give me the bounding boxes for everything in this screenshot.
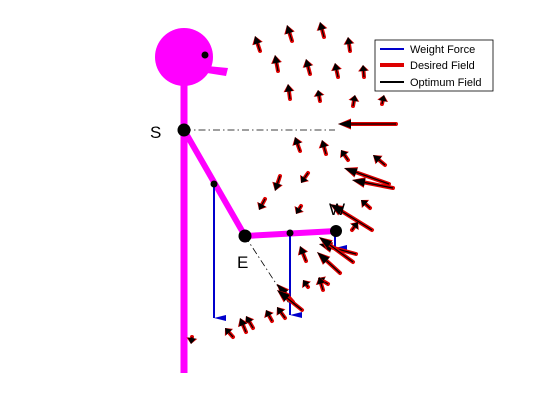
nose-icon xyxy=(207,66,228,76)
field-arrow xyxy=(252,36,263,53)
field-arrow xyxy=(276,307,287,320)
wrist-joint xyxy=(330,225,342,237)
legend-label: Desired Field xyxy=(410,60,475,72)
field-arrow xyxy=(272,174,283,191)
field-arrow xyxy=(338,118,398,130)
field-arrow xyxy=(352,177,395,190)
field-arrow xyxy=(271,55,282,73)
field-arrow xyxy=(313,90,325,103)
field-arrow xyxy=(224,328,235,339)
field-arrow xyxy=(350,222,359,232)
field-arrow xyxy=(284,25,295,43)
field-arrow xyxy=(373,155,387,167)
field-arrow xyxy=(302,280,311,289)
forearm-mass-point xyxy=(286,229,294,237)
field-arrow xyxy=(283,84,295,101)
field-arrow xyxy=(237,318,249,334)
legend-item-optimum-field: Optimum Field xyxy=(380,77,482,89)
field-arrow xyxy=(330,204,374,232)
legend-item-desired-field: Desired Field xyxy=(380,60,475,72)
field-arrow xyxy=(344,167,391,186)
field-arrow xyxy=(244,316,255,330)
field-arrow xyxy=(257,197,267,210)
field-arrow xyxy=(264,310,274,323)
weight-force-arrows xyxy=(213,184,347,321)
field-arrow xyxy=(292,137,303,153)
shoulder-label: S xyxy=(150,123,161,142)
field-arrow xyxy=(318,140,330,156)
legend-label: Optimum Field xyxy=(410,77,482,89)
field-arrow xyxy=(316,22,328,39)
field-arrow xyxy=(294,204,304,214)
field-arrow xyxy=(319,237,355,264)
field-arrow xyxy=(331,63,342,79)
force-field-arrows xyxy=(186,22,398,344)
field-arrow xyxy=(315,277,327,292)
field-arrow xyxy=(317,252,342,275)
legend: Weight Force Desired Field Optimum Field xyxy=(374,39,494,92)
wrist-label: W xyxy=(329,200,345,219)
field-arrow xyxy=(343,37,355,53)
field-arrow xyxy=(348,95,360,108)
field-arrow xyxy=(377,95,389,106)
field-arrow xyxy=(339,150,350,162)
field-arrow xyxy=(186,335,198,344)
field-arrow xyxy=(297,246,309,263)
field-arrow xyxy=(358,65,369,79)
elbow-joint xyxy=(238,229,252,243)
elbow-label: E xyxy=(237,253,248,272)
field-arrow xyxy=(299,171,310,183)
shoulder-joint xyxy=(177,123,191,137)
eye-icon xyxy=(201,51,209,59)
legend-label: Weight Force xyxy=(410,44,475,56)
field-arrow xyxy=(302,59,314,76)
upper-arm-mass-point xyxy=(210,180,218,188)
field-arrow xyxy=(361,199,372,210)
head-icon xyxy=(155,28,228,86)
legend-item-weight-force: Weight Force xyxy=(380,44,475,56)
field-arrow xyxy=(277,290,304,312)
